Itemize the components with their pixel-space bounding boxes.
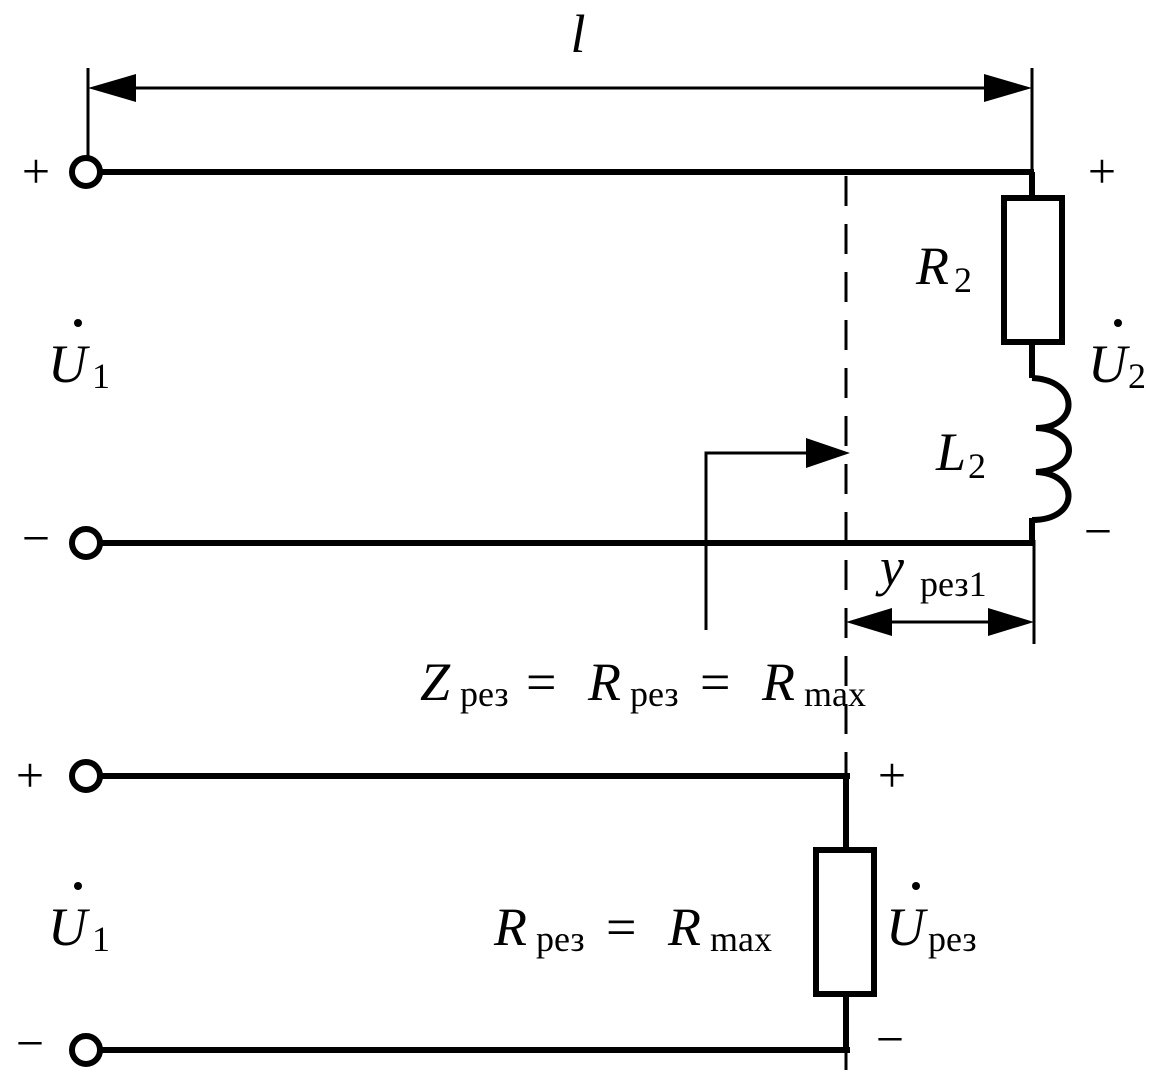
rres-subscript: рез [536, 919, 585, 959]
distance-dimension: y рез1 [846, 537, 1036, 644]
voltage-u2: U 2 [1088, 319, 1146, 396]
plus-sign-source-top: + [22, 143, 50, 199]
u1-bottom-symbol: U [48, 897, 90, 957]
voltage-u1-bottom: U 1 [48, 882, 110, 959]
impedance-equation: Z рез = R рез = R max [420, 652, 866, 714]
terminal-top-minus [69, 526, 103, 560]
r2-symbol: R [915, 236, 949, 296]
minus-sign-source-bottom: − [16, 1015, 44, 1071]
length-arrow-left [88, 74, 136, 102]
minus-sign-source-top: − [22, 510, 50, 566]
r-subscript: рез [630, 674, 679, 714]
terminal-top-plus [69, 155, 103, 189]
l2-symbol: L [935, 422, 966, 482]
load-branch [1001, 172, 1072, 546]
label-r2: R 2 [915, 236, 972, 300]
u1-bottom-subscript: 1 [92, 919, 110, 959]
voltage-u1-top: U 1 [48, 319, 110, 396]
phasor-dot-u2 [1114, 319, 1122, 327]
minus-sign-load-bottom: − [876, 1011, 904, 1067]
equals-2: = [700, 652, 730, 712]
rmax-subscript: max [804, 674, 866, 714]
u2-symbol: U [1088, 334, 1130, 394]
rmax-bottom-subscript: max [710, 919, 772, 959]
z-symbol: Z [420, 652, 451, 712]
equals-1: = [526, 652, 556, 712]
length-label: l [570, 4, 585, 64]
distance-arrow-right [988, 608, 1034, 636]
y-symbol: y [875, 537, 904, 597]
length-arrow-right [984, 74, 1032, 102]
r2-subscript: 2 [954, 260, 972, 300]
terminal-bottom-minus [69, 1033, 103, 1067]
ures-symbol: U [886, 897, 928, 957]
label-l2: L 2 [935, 422, 986, 486]
u1-subscript: 1 [92, 356, 110, 396]
phasor-dot-u1-top [74, 319, 82, 327]
plus-sign-load-bottom: + [878, 747, 906, 803]
rmax-bottom-symbol: R [667, 897, 701, 957]
u2-subscript: 2 [1128, 356, 1146, 396]
u1-symbol: U [48, 334, 90, 394]
rmax-symbol: R [761, 652, 795, 712]
minus-sign-load-top: − [1084, 503, 1112, 559]
resistor-equation: R рез = R max [493, 897, 772, 959]
ures-subscript: рез [928, 919, 977, 959]
l2-subscript: 2 [968, 446, 986, 486]
resistor-r2 [1001, 195, 1065, 345]
phasor-dot-ures [912, 882, 920, 890]
distance-arrow-left [846, 608, 892, 636]
impedance-arrow-line [704, 451, 810, 630]
plus-sign-load-top: + [1088, 143, 1116, 199]
length-dimension: l [86, 4, 1034, 175]
resistor-rres [813, 847, 877, 997]
voltage-ures: U рез [886, 882, 977, 959]
equals-3: = [606, 897, 636, 957]
inductor-l2 [1031, 375, 1072, 523]
phasor-dot-u1-bottom [74, 882, 82, 890]
r-symbol: R [587, 652, 621, 712]
plus-sign-source-bottom: + [16, 747, 44, 803]
impedance-arrow-head [806, 438, 850, 468]
impedance-arrow [704, 438, 850, 630]
z-subscript: рез [460, 674, 509, 714]
terminal-bottom-plus [69, 759, 103, 793]
rres-symbol: R [493, 897, 527, 957]
y-subscript: рез1 [920, 564, 987, 604]
